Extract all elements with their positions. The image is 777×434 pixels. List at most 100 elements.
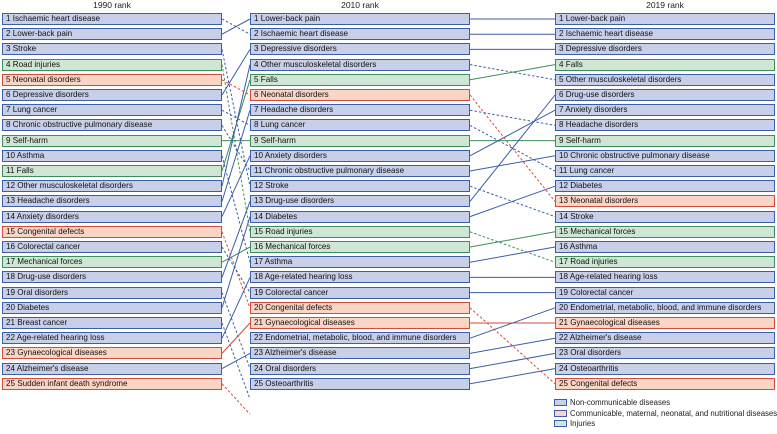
- rank-box-2010-18: 18 Age-related hearing loss: [250, 271, 470, 284]
- rank-box-2019-21: 21 Gynaecological diseases: [555, 317, 775, 329]
- column-title-2019: 2019 rank: [646, 0, 684, 10]
- rank-link-1990-7: [221, 109, 251, 126]
- rank-box-1990-5: 5 Neonatal disorders: [2, 73, 222, 86]
- rank-box-2010-23: 23 Alzheimer's disease: [250, 347, 470, 360]
- rank-box-1990-22: 22 Age-related hearing loss: [2, 332, 222, 345]
- rank-box-2019-8: 8 Headache disorders: [555, 119, 775, 132]
- rank-box-2010-3: 3 Depressive disorders: [250, 43, 470, 56]
- rank-box-2010-21: 21 Gynaecological diseases: [250, 317, 470, 329]
- rank-box-2010-1: 1 Lower-back pain: [250, 13, 470, 25]
- rank-box-2010-5: 5 Falls: [250, 73, 470, 86]
- rank-box-2019-15: 15 Mechanical forces: [555, 225, 775, 238]
- rank-link-2010-15: [469, 231, 556, 263]
- rank-box-2019-16: 16 Asthma: [555, 241, 775, 253]
- rank-box-2019-3: 3 Depressive disorders: [555, 43, 775, 56]
- rank-link-1990-6: [221, 49, 251, 96]
- rank-box-2010-22: 22 Endometrial, metabolic, blood, and im…: [250, 332, 470, 345]
- legend-swatch-ncd: [554, 399, 567, 406]
- rank-box-2010-25: 25 Osteoarthritis: [250, 377, 470, 390]
- column-title-2010: 2010 rank: [341, 0, 379, 10]
- rank-box-2019-24: 24 Osteoarthritis: [555, 362, 775, 375]
- rank-box-2019-25: 25 Congenital defects: [555, 377, 775, 390]
- rank-box-2019-20: 20 Endometrial, metabolic, blood, and im…: [555, 301, 775, 314]
- rank-link-2010-22: [469, 307, 556, 339]
- rank-box-2010-13: 13 Drug-use disorders: [250, 195, 470, 208]
- rank-link-1990-18: [221, 201, 251, 278]
- rank-box-2019-1: 1 Lower-back pain: [555, 13, 775, 25]
- rank-box-2019-7: 7 Anxiety disorders: [555, 104, 775, 117]
- rank-box-2010-4: 4 Other musculoskeletal disorders: [250, 58, 470, 71]
- rank-box-2010-7: 7 Headache disorders: [250, 104, 470, 117]
- rank-box-1990-17: 17 Mechanical forces: [2, 256, 222, 269]
- rank-box-1990-18: 18 Drug-use disorders: [2, 271, 222, 284]
- rank-link-1990-13: [221, 110, 251, 202]
- rank-link-1990-25: [221, 383, 251, 415]
- rank-box-2019-2: 2 Ischaemic heart disease: [555, 28, 775, 41]
- rank-link-2010-4: [469, 64, 556, 81]
- rank-link-1990-22: [221, 277, 251, 339]
- rank-box-2010-12: 12 Stroke: [250, 180, 470, 193]
- rank-box-2010-14: 14 Diabetes: [250, 210, 470, 223]
- rank-link-1990-20: [221, 216, 251, 308]
- rank-box-1990-13: 13 Headache disorders: [2, 195, 222, 208]
- rank-link-1990-5: [221, 79, 251, 96]
- rank-link-2010-25: [469, 368, 556, 385]
- rank-box-2010-9: 9 Self-harm: [250, 134, 470, 147]
- rank-box-2019-13: 13 Neonatal disorders: [555, 195, 775, 208]
- rank-link-1990-2: [221, 18, 251, 35]
- rank-box-2019-23: 23 Oral disorders: [555, 347, 775, 360]
- rank-box-1990-1: 1 Ischaemic heart disease: [2, 13, 222, 25]
- rank-box-1990-19: 19 Oral disorders: [2, 286, 222, 299]
- rank-box-1990-23: 23 Gynaecological diseases: [2, 347, 222, 360]
- legend-label-ncd: Non-communicable diseases: [570, 398, 671, 407]
- legend-item-cmnn: Communicable, maternal, neonatal, and nu…: [554, 408, 777, 419]
- rank-box-1990-11: 11 Falls: [2, 165, 222, 177]
- rank-box-1990-25: 25 Sudden infant death syndrome: [2, 377, 222, 390]
- rank-box-2010-20: 20 Congenital defects: [250, 301, 470, 314]
- rank-box-2019-19: 19 Colorectal cancer: [555, 286, 775, 299]
- rank-box-2019-5: 5 Other musculoskeletal disorders: [555, 73, 775, 86]
- rank-link-2010-11: [469, 155, 556, 172]
- rank-box-2010-10: 10 Anxiety disorders: [250, 149, 470, 162]
- rank-box-2010-16: 16 Mechanical forces: [250, 241, 470, 253]
- rank-box-2010-11: 11 Chronic obstructive pulmonary disease: [250, 165, 470, 177]
- rank-box-1990-4: 4 Road injuries: [2, 58, 222, 71]
- legend-label-cmnn: Communicable, maternal, neonatal, and nu…: [570, 408, 777, 418]
- rank-box-2010-15: 15 Road injuries: [250, 225, 470, 238]
- rank-link-1990-24: [221, 352, 251, 370]
- rank-box-2019-17: 17 Road injuries: [555, 256, 775, 269]
- rank-link-2010-16: [469, 231, 556, 248]
- rank-box-2010-24: 24 Oral disorders: [250, 362, 470, 375]
- rank-link-2010-14: [469, 185, 556, 218]
- legend: Non-communicable diseases Communicable, …: [554, 398, 777, 430]
- rank-box-1990-20: 20 Diabetes: [2, 301, 222, 314]
- rank-box-1990-8: 8 Chronic obstructive pulmonary disease: [2, 119, 222, 132]
- rank-box-2010-8: 8 Lung cancer: [250, 119, 470, 132]
- rank-box-2019-4: 4 Falls: [555, 58, 775, 71]
- legend-swatch-cmnn: [554, 409, 567, 417]
- rank-box-2019-22: 22 Alzheimer's disease: [555, 332, 775, 345]
- rank-box-1990-6: 6 Depressive disorders: [2, 89, 222, 101]
- rank-box-2010-2: 2 Ischaemic heart disease: [250, 28, 470, 41]
- rank-link-1990-17: [221, 246, 251, 263]
- rank-box-2010-6: 6 Neonatal disorders: [250, 89, 470, 101]
- rank-box-1990-14: 14 Anxiety disorders: [2, 210, 222, 223]
- rank-box-1990-12: 12 Other musculoskeletal disorders: [2, 180, 222, 193]
- rank-box-1990-9: 9 Self-harm: [2, 134, 222, 147]
- rank-link-1990-12: [221, 64, 251, 187]
- rank-box-2010-19: 19 Colorectal cancer: [250, 286, 470, 299]
- legend-item-ncd: Non-communicable diseases: [554, 398, 776, 408]
- rank-box-1990-3: 3 Stroke: [2, 43, 222, 56]
- rank-link-2010-10: [469, 109, 556, 157]
- rank-link-2010-13: [469, 94, 556, 202]
- rank-box-1990-10: 10 Asthma: [2, 149, 222, 162]
- rank-link-1990-23: [221, 322, 251, 354]
- rank-box-2019-9: 9 Self-harm: [555, 134, 775, 147]
- rank-box-1990-24: 24 Alzheimer's disease: [2, 362, 222, 375]
- rank-box-1990-16: 16 Colorectal cancer: [2, 241, 222, 253]
- rank-box-2019-6: 6 Drug-use disorders: [555, 89, 775, 101]
- column-title-1990: 1990 rank: [93, 0, 131, 10]
- rank-link-2010-7: [469, 109, 556, 126]
